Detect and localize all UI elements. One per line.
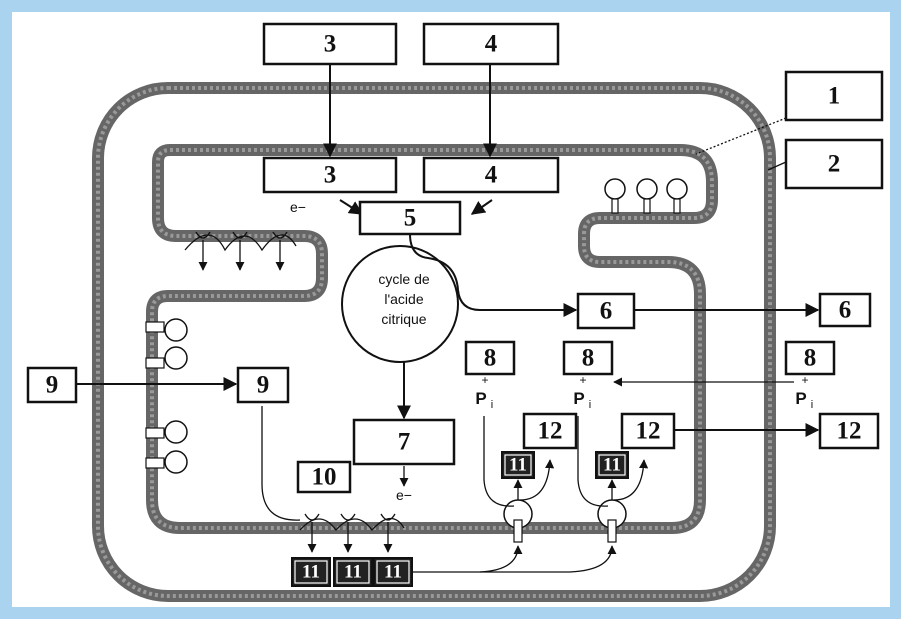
svg-text:11: 11 — [603, 455, 621, 476]
svg-text:3: 3 — [324, 31, 337, 58]
cycle-label-line2: l'acide — [384, 291, 423, 307]
svg-text:8: 8 — [804, 345, 817, 372]
svg-text:11: 11 — [384, 562, 402, 583]
box-4-inner: 4 — [424, 158, 558, 192]
box-2: 2 — [786, 140, 882, 188]
svg-text:3: 3 — [324, 162, 337, 189]
svg-text:9: 9 — [46, 372, 59, 399]
box-12-outer: 12 — [820, 414, 878, 448]
svg-text:4: 4 — [485, 31, 498, 58]
svg-text:11: 11 — [509, 455, 527, 476]
svg-text:11: 11 — [344, 562, 362, 583]
svg-text:12: 12 — [636, 418, 661, 445]
box-11-e: 11 — [374, 558, 412, 586]
box-6-inner: 6 — [578, 294, 634, 328]
box-11-a: 11 — [502, 452, 534, 478]
box-8-outer: 8 — [786, 342, 834, 374]
svg-text:1: 1 — [828, 83, 841, 110]
svg-text:i: i — [811, 399, 813, 411]
svg-text:+: + — [801, 373, 808, 387]
svg-text:P: P — [795, 389, 806, 408]
cycle-label-line3: citrique — [381, 311, 426, 327]
svg-text:10: 10 — [312, 464, 337, 491]
cycle-label-line1: cycle de — [378, 271, 430, 287]
svg-text:12: 12 — [837, 418, 862, 445]
box-12-b: 12 — [622, 414, 674, 448]
box-8-a: 8 — [466, 342, 514, 374]
svg-text:9: 9 — [257, 372, 270, 399]
box-1: 1 — [786, 72, 882, 120]
box-8-b: 8 — [564, 342, 612, 374]
svg-text:11: 11 — [302, 562, 320, 583]
box-5: 5 — [360, 202, 460, 234]
box-9-outer: 9 — [28, 368, 76, 402]
atp-synthase-group-top — [605, 179, 687, 213]
svg-text:P: P — [573, 389, 584, 408]
svg-text:8: 8 — [484, 345, 497, 372]
svg-text:8: 8 — [582, 345, 595, 372]
box-10: 10 — [298, 462, 350, 492]
box-11-c: 11 — [292, 558, 330, 586]
electron-label-upper: e− — [290, 199, 306, 215]
box-4-top: 4 — [424, 24, 558, 64]
svg-text:5: 5 — [404, 205, 417, 232]
box-11-b: 11 — [596, 452, 628, 478]
svg-text:2: 2 — [828, 151, 841, 178]
svg-text:i: i — [491, 399, 493, 411]
box-6-outer: 6 — [820, 294, 870, 326]
svg-text:6: 6 — [839, 297, 852, 324]
box-3-top: 3 — [264, 24, 396, 64]
svg-text:i: i — [589, 399, 591, 411]
box-9-inner: 9 — [238, 368, 288, 402]
box-11-d: 11 — [334, 558, 372, 586]
svg-text:+: + — [579, 373, 586, 387]
box-3-inner: 3 — [264, 158, 396, 192]
electron-label-lower: e− — [396, 487, 412, 503]
svg-text:6: 6 — [600, 298, 613, 325]
box-12-a: 12 — [524, 414, 576, 448]
svg-text:+: + — [481, 373, 488, 387]
svg-text:12: 12 — [538, 418, 563, 445]
svg-text:P: P — [475, 389, 486, 408]
svg-text:7: 7 — [398, 429, 411, 456]
box-7: 7 — [354, 420, 454, 464]
svg-text:4: 4 — [485, 162, 498, 189]
